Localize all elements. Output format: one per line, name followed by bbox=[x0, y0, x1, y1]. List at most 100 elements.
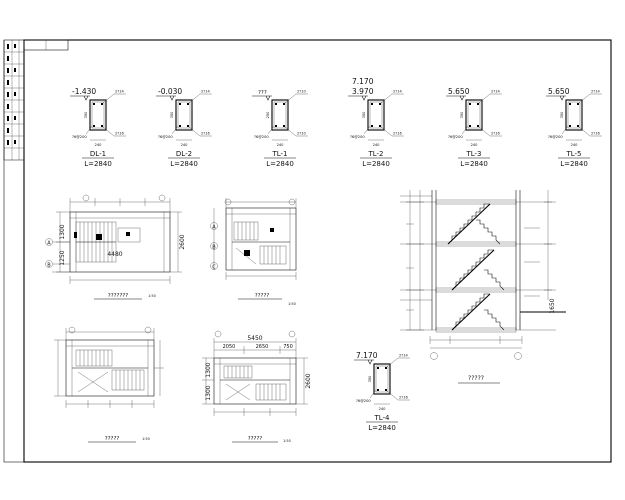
first-plan-scale: 1:50 bbox=[288, 302, 296, 306]
rebar-dot bbox=[101, 125, 103, 127]
callout-leader bbox=[363, 125, 371, 135]
section-stirrup: ?6@200 bbox=[548, 135, 563, 139]
section-bottom-rebar: 2?16 bbox=[399, 396, 408, 400]
third-plan-scale: 1:50 bbox=[283, 439, 291, 443]
callout-leader bbox=[561, 125, 569, 135]
rebar-dot bbox=[377, 389, 379, 391]
rebar-dot bbox=[477, 125, 479, 127]
second-plan-scale: 1:50 bbox=[142, 437, 150, 441]
section-length: L=2840 bbox=[368, 424, 396, 432]
basement-dim-height-b: 1250 bbox=[59, 250, 66, 265]
section-top-rebar: 2?14 bbox=[115, 90, 124, 94]
third-floor-plan: 5450 2050 2650 750 1300 1300 2600 ????? … bbox=[202, 330, 312, 443]
third-dim-a: 2050 bbox=[223, 344, 236, 350]
section-name: TL-2 bbox=[367, 150, 383, 158]
section-top-rebar: 2?14 bbox=[491, 90, 500, 94]
section-width: 240 bbox=[471, 143, 479, 147]
section-elevation: 5.650 bbox=[548, 87, 570, 96]
section-stirrup: ?6@200 bbox=[72, 135, 87, 139]
basement-dim-height-a: 1300 bbox=[59, 224, 66, 239]
rebar-dot bbox=[469, 125, 471, 127]
callout-leader bbox=[478, 93, 491, 104]
rebar-dot bbox=[385, 389, 387, 391]
third-dim-total: 5450 bbox=[247, 335, 262, 342]
rebar-dot bbox=[469, 103, 471, 105]
inner-frame bbox=[23, 39, 612, 463]
callout-leader bbox=[578, 126, 591, 137]
beam-outline bbox=[271, 99, 289, 131]
section-name: DL-1 bbox=[90, 150, 106, 158]
section-length: L=2840 bbox=[266, 160, 294, 168]
rebar-dot bbox=[275, 103, 277, 105]
second-floor-plan: ????? 1:50 bbox=[54, 326, 164, 443]
rebar-dot bbox=[187, 103, 189, 105]
elevation-marker bbox=[83, 95, 89, 101]
stirrup bbox=[467, 101, 481, 129]
callout-leader bbox=[188, 126, 201, 137]
rebar-dot bbox=[379, 103, 381, 105]
rebar-dot bbox=[187, 125, 189, 127]
section-height: 350 bbox=[362, 111, 366, 119]
section-stirrup: ?6@200 bbox=[448, 135, 463, 139]
beam-outline bbox=[175, 99, 193, 131]
section-bottom-rebar: 2?16 bbox=[491, 132, 500, 136]
second-plan-title: ????? bbox=[105, 436, 120, 442]
callout-leader bbox=[386, 390, 399, 401]
rebar-dot bbox=[371, 103, 373, 105]
third-dim-height: 1300 bbox=[205, 362, 212, 377]
rebar-dot bbox=[477, 103, 479, 105]
section-bottom-rebar: 2?16 bbox=[591, 132, 600, 136]
callout-leader bbox=[578, 93, 591, 104]
section-stirrup: ?6@200 bbox=[254, 135, 269, 139]
section-top-rebar: 2?10 bbox=[297, 90, 306, 94]
rebar-dot bbox=[283, 125, 285, 127]
rebar-dot bbox=[283, 103, 285, 105]
section-height: 350 bbox=[460, 111, 464, 119]
callout-leader bbox=[380, 93, 393, 104]
basement-axis-b: B bbox=[47, 263, 51, 269]
rebar-dot bbox=[569, 125, 571, 127]
stirrup bbox=[375, 365, 389, 393]
section-width: 240 bbox=[379, 407, 387, 411]
section-name: TL-1 bbox=[271, 150, 287, 158]
section-length: L=2840 bbox=[460, 160, 488, 168]
section-width: 240 bbox=[181, 143, 189, 147]
section-elevation-2: 3.970 bbox=[352, 87, 374, 96]
section-elevation: 7.170 bbox=[352, 77, 374, 86]
callout-leader bbox=[102, 126, 115, 137]
first-axis-c: C bbox=[212, 265, 216, 271]
section-view-title: ????? bbox=[468, 375, 484, 382]
elevation-marker bbox=[169, 95, 175, 101]
section-length: L=2840 bbox=[362, 160, 390, 168]
stirrup bbox=[369, 101, 383, 129]
basement-plan-scale: 1:50 bbox=[148, 294, 156, 298]
section-elevation: -1.430 bbox=[72, 87, 96, 96]
callout-leader bbox=[188, 93, 201, 104]
basement-dim-width: 4480 bbox=[107, 251, 122, 258]
rebar-dot bbox=[93, 103, 95, 105]
rebar-dot bbox=[179, 125, 181, 127]
basement-dim-height-c: 2600 bbox=[179, 234, 186, 249]
section-elevation: 5.650 bbox=[448, 87, 470, 96]
section-width: 240 bbox=[95, 143, 103, 147]
callout-leader bbox=[171, 125, 179, 135]
rebar-dot bbox=[179, 103, 181, 105]
section-top-rebar: 2?14 bbox=[393, 90, 402, 94]
callout-leader bbox=[102, 93, 115, 104]
beam-outline bbox=[465, 99, 483, 131]
section-dim-right: 1650 bbox=[549, 298, 556, 313]
callout-leader bbox=[284, 93, 297, 104]
callout-leader bbox=[369, 389, 377, 399]
section-name: TL-5 bbox=[565, 150, 581, 158]
callout-leader bbox=[380, 126, 393, 137]
third-dim-b: 2650 bbox=[256, 344, 269, 350]
section-length: L=2840 bbox=[84, 160, 112, 168]
callout-leader bbox=[284, 126, 297, 137]
